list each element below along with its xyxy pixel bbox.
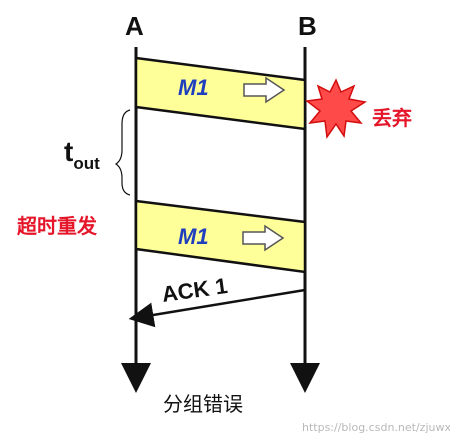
message-band-first — [134, 56, 307, 131]
watermark-text: https://blog.csdn.net/zjuwxx — [302, 421, 450, 434]
timeout-brace — [114, 109, 131, 196]
timeout-label: tout — [64, 136, 100, 173]
retransmit-label: 超时重发 — [16, 214, 98, 238]
discard-burst-icon — [305, 78, 367, 140]
node-b-label: B — [298, 11, 317, 41]
message-first-label: M1 — [178, 75, 209, 100]
node-a-label: A — [125, 11, 144, 41]
ack-label: ACK 1 — [160, 273, 229, 307]
diagram-caption: 分组错误 — [163, 392, 243, 416]
ack-arrow — [128, 288, 306, 328]
message-retransmit-arrow-icon — [242, 224, 285, 252]
message-first-arrow-icon — [243, 76, 286, 104]
discard-label: 丢弃 — [372, 106, 412, 130]
message-band-retransmit — [134, 199, 307, 274]
message-retransmit-label: M1 — [178, 224, 209, 249]
